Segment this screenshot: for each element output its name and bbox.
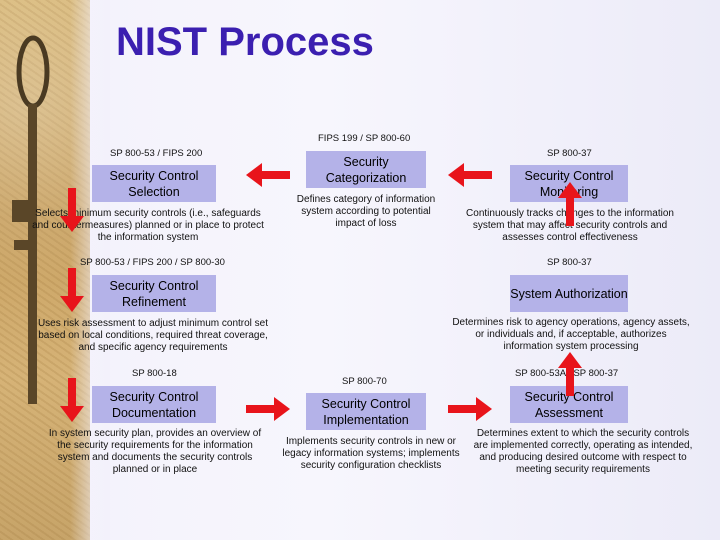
arrow-left-categorization-to-selection — [246, 163, 290, 187]
categorization-ref: FIPS 199 / SP 800-60 — [318, 133, 411, 144]
categorization-description: Defines category of information system a… — [296, 194, 436, 229]
slide-title: NIST Process — [116, 20, 374, 64]
key-image-fade — [70, 0, 110, 540]
authorization-ref: SP 800-37 — [547, 257, 592, 268]
security-control-assessment-box[interactable]: Security Control Assessment — [510, 386, 628, 423]
arrow-down-refinement-to-documentation — [60, 268, 84, 312]
selection-description: Selects minimum security controls (i.e.,… — [32, 208, 264, 243]
arrow-left-monitoring-to-categorization — [448, 163, 492, 187]
arrow-down-selection-to-refinement — [60, 188, 84, 232]
arrow-up-assessment-to-authorization — [558, 352, 582, 396]
implementation-ref: SP 800-70 — [342, 376, 387, 387]
refinement-description: Uses risk assessment to adjust minimum c… — [37, 318, 269, 353]
assessment-description: Determines extent to which the security … — [473, 428, 693, 475]
selection-ref: SP 800-53 / FIPS 200 — [110, 148, 203, 159]
security-control-refinement-box[interactable]: Security Control Refinement — [92, 275, 216, 312]
old-key-icon — [12, 35, 50, 404]
documentation-ref: SP 800-18 — [132, 368, 177, 379]
arrow-right-documentation-to-implementation — [246, 397, 290, 421]
security-control-selection-box[interactable]: Security Control Selection — [92, 165, 216, 202]
arrow-right-implementation-to-assessment — [448, 397, 492, 421]
security-categorization-box[interactable]: Security Categorization — [306, 151, 426, 188]
arrow-down-documentation — [60, 378, 84, 422]
authorization-description: Determines risk to agency operations, ag… — [452, 317, 690, 352]
documentation-description: In system security plan, provides an ove… — [48, 428, 262, 475]
monitoring-ref: SP 800-37 — [547, 148, 592, 159]
arrow-up-authorization-to-monitoring — [558, 182, 582, 226]
security-control-implementation-box[interactable]: Security Control Implementation — [306, 393, 426, 430]
implementation-description: Implements security controls in new or l… — [282, 436, 460, 471]
system-authorization-box[interactable]: System Authorization — [510, 275, 628, 312]
refinement-ref: SP 800-53 / FIPS 200 / SP 800-30 — [80, 257, 225, 268]
security-control-documentation-box[interactable]: Security Control Documentation — [92, 386, 216, 423]
